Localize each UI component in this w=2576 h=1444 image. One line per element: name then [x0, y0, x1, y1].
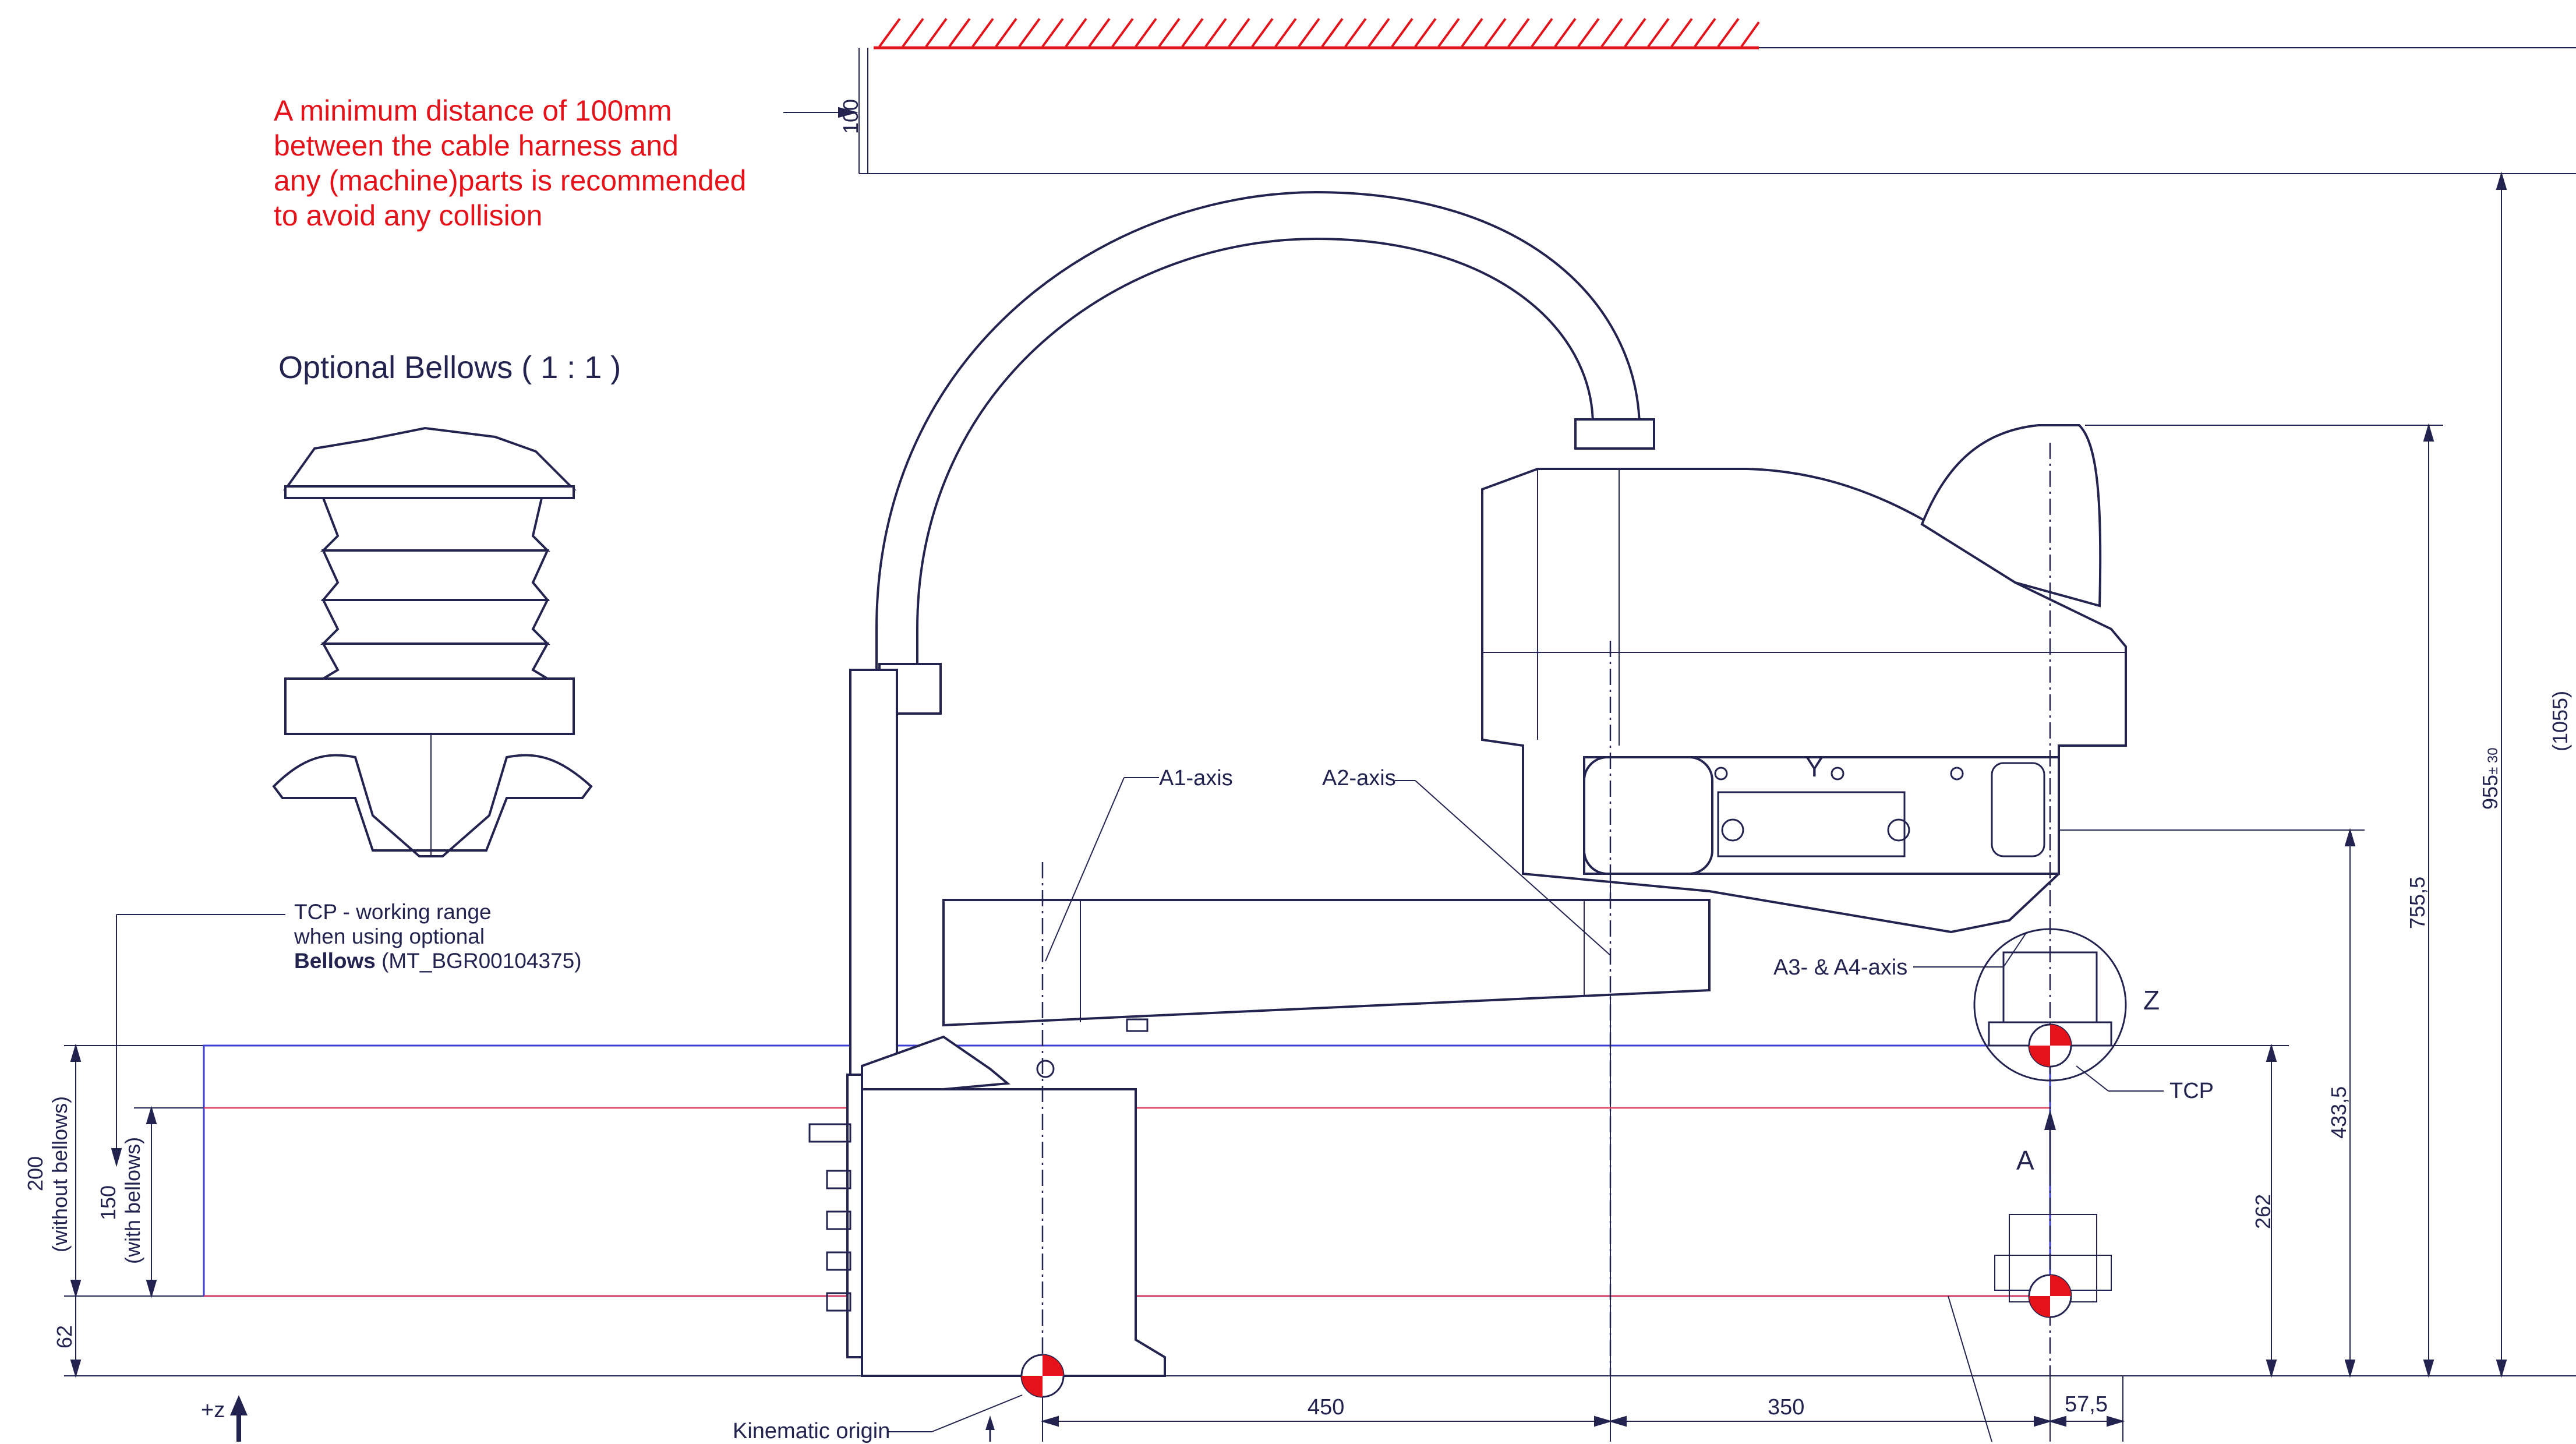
- a-view-label: A: [2016, 1145, 2034, 1175]
- dim-200-note: (without bellows): [48, 1096, 72, 1252]
- dim-755-5: 755,5: [2405, 876, 2429, 929]
- bellows-title: Optional Bellows ( 1 : 1 ): [278, 350, 621, 385]
- tcp-label: TCP: [2169, 1079, 2214, 1103]
- bellows-drawing: [272, 426, 593, 857]
- dim-1055: (1055): [2548, 690, 2572, 751]
- tcp-lower-symbol: [2028, 1274, 2072, 1318]
- a2-axis-label: A2-axis: [1322, 766, 1396, 790]
- dim-955-value: 955: [2478, 774, 2502, 810]
- dim-955: 955± 30: [2478, 747, 2503, 810]
- leader-lines: [111, 777, 2164, 1442]
- base-connectors: [808, 1123, 851, 1312]
- tcp-range-bellows: Bellows: [294, 949, 376, 973]
- dim-150: 150: [96, 1185, 120, 1220]
- z-view-label: Z: [2143, 985, 2160, 1015]
- clearance-note: A minimum distance of 100mm between the …: [274, 93, 856, 233]
- tcp-symbol: [2028, 1023, 2072, 1068]
- dim-57-5: 57,5: [2065, 1392, 2108, 1417]
- dim-450: 450: [1308, 1395, 1345, 1420]
- dim-62: 62: [52, 1325, 76, 1348]
- tcp-range-line-1: TCP - working range: [294, 900, 492, 924]
- y-mount-plate: [1717, 791, 1910, 857]
- kinematic-origin-label: Kinematic origin: [733, 1419, 891, 1443]
- y-axis-label: Y: [1805, 752, 1824, 782]
- view-arrows: [230, 1110, 2056, 1442]
- a1-axis-label: A1-axis: [1159, 766, 1233, 790]
- tcp-range-line-2: when using optional: [294, 924, 485, 948]
- dim-200: 200: [23, 1156, 47, 1191]
- robot-arm-1: [942, 899, 1711, 1032]
- axis-centerlines: [1041, 443, 2051, 1376]
- clearance-note-line-3: any (machine)parts is recommended: [274, 164, 747, 197]
- a3-a4-axis-label: A3- & A4-axis: [1773, 955, 1908, 980]
- dim-262: 262: [2251, 1194, 2275, 1229]
- robot-arm-2: [1481, 424, 2127, 934]
- plus-z-label: +z: [201, 1398, 225, 1422]
- clearance-note-line-4: to avoid any collision: [274, 199, 543, 232]
- clearance-note-line-2: between the cable harness and: [274, 129, 679, 162]
- tcp-range-line-3: Bellows (MT_BGR00104375): [294, 949, 582, 973]
- dim-433-5: 433,5: [2327, 1086, 2351, 1139]
- robot-base: [808, 669, 1166, 1377]
- dim-100: 100: [839, 98, 863, 134]
- tcp-range-part-number: (MT_BGR00104375): [375, 949, 582, 973]
- dim-350: 350: [1768, 1395, 1805, 1420]
- tcp-range-note: TCP - working range when using optional …: [294, 900, 582, 973]
- ceiling-hatch: [874, 17, 2576, 50]
- kinematic-origin-symbol: [1020, 1354, 1065, 1398]
- clearance-note-line-1: A minimum distance of 100mm: [274, 94, 672, 127]
- dim-955-tolerance: ± 30: [2485, 747, 2501, 775]
- dim-150-note: (with bellows): [121, 1136, 144, 1264]
